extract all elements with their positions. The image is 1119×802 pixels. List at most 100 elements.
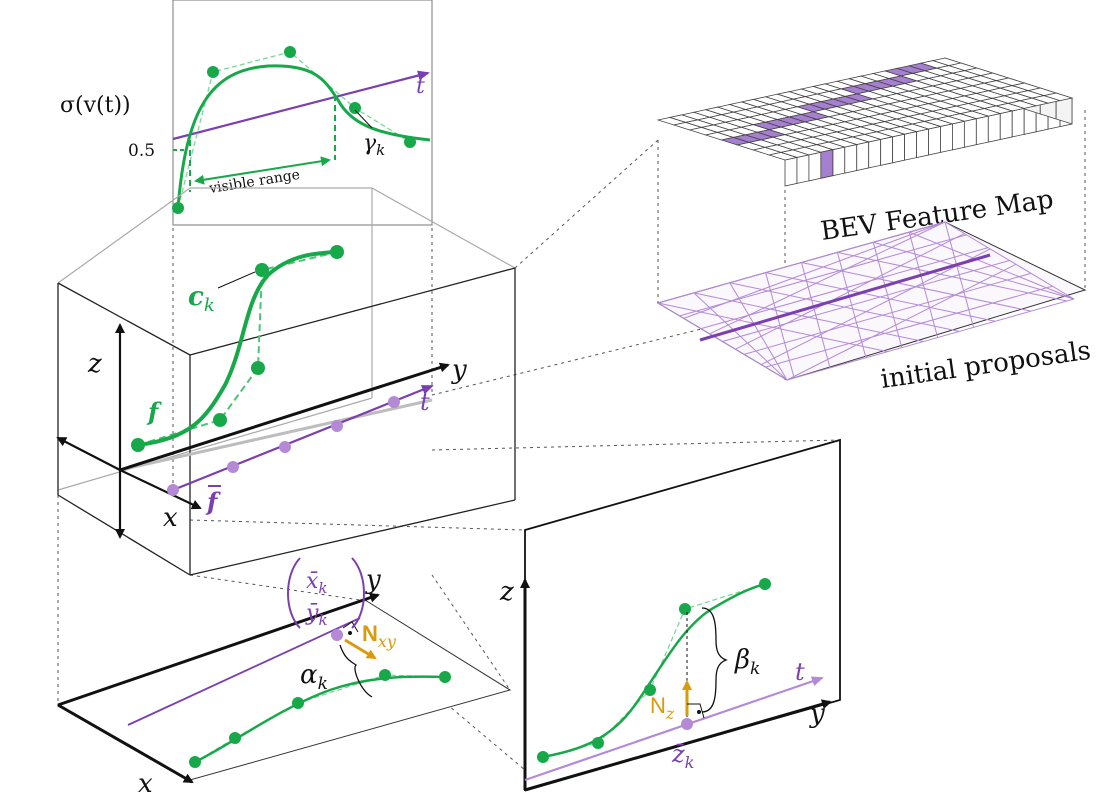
bev-cell <box>832 146 846 177</box>
bev-feature-map: BEV Feature Map <box>656 57 1074 247</box>
sigma-t-label: t <box>416 74 425 99</box>
gamma-label: γk <box>363 131 385 159</box>
visible-range-arrow <box>194 156 331 185</box>
proposal-line <box>657 302 788 381</box>
bev-cell <box>784 156 798 187</box>
yz-projection: βk Nz z̄k z y t <box>499 438 841 792</box>
svg-text:x̄k: x̄k <box>306 569 328 597</box>
y-box-label: y <box>451 355 467 385</box>
n-xy-label: Nxy <box>362 621 397 651</box>
c-leader <box>217 271 256 289</box>
bev-cell <box>808 151 822 182</box>
proposal-line <box>837 251 1067 302</box>
proposal-line <box>872 242 903 348</box>
proposal-line <box>908 231 939 338</box>
proposal-line <box>729 282 960 332</box>
proposal-line <box>786 298 1075 381</box>
proposal-line <box>786 263 1017 381</box>
yz-right-angle-mark <box>687 703 705 719</box>
fbar-points <box>167 396 400 496</box>
bev-cell <box>844 144 858 174</box>
yz-right-angle-dot <box>697 710 701 714</box>
yz-t-label: t <box>795 658 805 686</box>
sigma-t-axis <box>172 70 430 141</box>
c-label: ck <box>188 282 215 316</box>
proposal-line <box>729 282 788 381</box>
zbar-point <box>681 718 693 730</box>
alpha-label: αk <box>300 660 328 694</box>
bev-cell <box>999 110 1013 140</box>
bev-cell <box>987 113 1001 143</box>
proposal-line <box>765 272 996 322</box>
bev-cell <box>928 125 941 156</box>
xy-x-axis <box>57 703 194 784</box>
n-z-label: Nz <box>650 693 675 723</box>
bev-cell <box>868 138 882 169</box>
main-box: ck f f z y x t <box>56 187 516 576</box>
gamma-leader <box>354 109 373 129</box>
proposal-line <box>765 285 1053 368</box>
sigma-label: σ(v(t)) <box>60 93 131 118</box>
yz-y-axis <box>524 699 832 792</box>
bev-cell <box>796 154 810 184</box>
bev-cell <box>892 133 905 164</box>
proposal-line <box>908 231 1075 300</box>
bev-cell <box>975 115 989 146</box>
c-control-points <box>131 245 344 452</box>
xy-anchor-point <box>331 629 343 641</box>
xy-curve <box>194 675 446 764</box>
bev-cell <box>820 149 834 179</box>
t-box-label: t <box>420 388 430 416</box>
half-label: 0.5 <box>128 141 155 161</box>
proposal-line <box>657 221 946 304</box>
y-axis <box>119 362 450 472</box>
proposal-line <box>944 221 1075 300</box>
yz-z-label: z <box>499 577 514 607</box>
xy-right-angle-dot <box>348 631 352 635</box>
f-label: f <box>146 397 162 426</box>
proposal-line <box>801 262 831 368</box>
xy-right-angle-mark <box>342 621 359 633</box>
box-front-edges <box>57 267 516 576</box>
yz-curve <box>542 582 766 759</box>
xy-projection: Nxy αk y x x̄k ȳk <box>56 557 512 799</box>
proposal-line <box>693 292 788 381</box>
x-box-label: x <box>163 503 178 533</box>
proposal-line <box>683 221 946 319</box>
sigma-control-points <box>172 46 416 214</box>
proposal-line <box>709 221 946 335</box>
bev-cell <box>904 131 917 161</box>
bev-grid-cells <box>656 57 1074 187</box>
highlighted-proposal <box>699 253 991 342</box>
proposal-line <box>836 252 867 358</box>
x-axis <box>119 469 202 510</box>
bev-cell <box>940 123 953 153</box>
beta-label: βk <box>734 645 760 679</box>
proposal-line <box>760 248 991 366</box>
proposal-line <box>873 241 1075 300</box>
proposal-line <box>722 260 1010 342</box>
xy-vector-label: x̄k ȳk <box>287 557 365 629</box>
xy-t-line <box>127 617 361 726</box>
bev-cell <box>1042 92 1074 101</box>
proposal-line <box>743 272 1032 355</box>
proposal-lines <box>657 221 1075 381</box>
xy-y-label: y <box>365 565 381 595</box>
x-axis-back <box>56 437 121 471</box>
alpha-brace <box>339 644 373 698</box>
box-grey-plane-line <box>119 398 433 472</box>
proposal-line <box>735 233 965 350</box>
bev-cell <box>916 128 929 159</box>
proposal-line <box>765 272 795 379</box>
yz-t-line <box>524 676 824 782</box>
box-back-edges <box>57 187 516 491</box>
xy-control-points <box>189 669 451 768</box>
sigma-plot: visible range σ(v(t)) 0.5 t γk <box>60 0 433 226</box>
proposal-line <box>944 221 975 328</box>
xy-y-axis <box>57 592 380 707</box>
proposals-plane: initial proposals <box>656 221 1093 395</box>
fbar-label: f <box>205 487 221 516</box>
n-xy-arrow <box>344 638 377 660</box>
xy-x-label: x <box>138 769 153 799</box>
